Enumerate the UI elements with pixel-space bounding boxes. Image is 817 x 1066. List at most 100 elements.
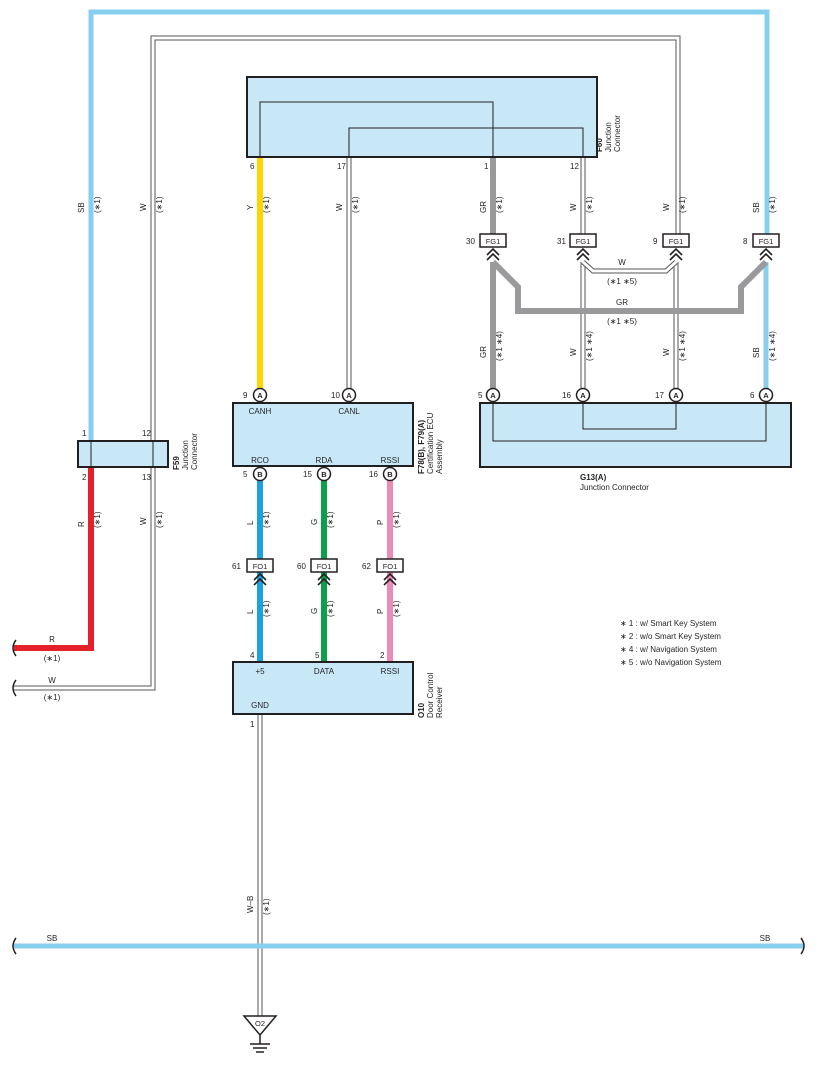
ecu-name: F78(B), F79(A) Certification ECU Assembl… (417, 412, 444, 474)
g13-junction-connector (479, 402, 792, 468)
svg-text:L: L (246, 609, 255, 614)
svg-text:G: G (310, 608, 319, 614)
svg-text:Y: Y (246, 204, 255, 210)
svg-text:(∗1): (∗1) (262, 898, 271, 915)
g13-id: G13(A) (580, 473, 607, 482)
svg-text:G: G (310, 519, 319, 525)
svg-text:W: W (139, 203, 148, 211)
pin-number: 17 (337, 162, 346, 171)
pin-label-rssi: RSSI (381, 456, 400, 465)
fg1-label: FG1 (576, 237, 591, 246)
pin-number: 12 (142, 429, 151, 438)
fo1-label: FO1 (317, 562, 332, 571)
svg-text:SB: SB (752, 202, 761, 213)
svg-text:Junction: Junction (604, 122, 613, 152)
svg-text:W: W (335, 203, 344, 211)
pin-label-rda: RDA (316, 456, 334, 465)
pin-letter: A (580, 391, 586, 400)
pin-number: 61 (232, 562, 241, 571)
pin-label-rssi: RSSI (381, 667, 400, 676)
pin-number: 5 (243, 470, 248, 479)
horizontal-wire-labels: W (∗1 ∗5) GR (∗1 ∗5) R (∗1) W (∗1) SB SB (44, 258, 771, 943)
svg-text:F78(B), F79(A): F78(B), F79(A) (417, 419, 426, 474)
pin-number: 15 (303, 470, 312, 479)
pin-number: 9 (653, 237, 658, 246)
wire-gr-bridge (490, 259, 769, 314)
wire-r-f59 (14, 468, 94, 651)
fg1-label: FG1 (486, 237, 501, 246)
svg-text:SB: SB (77, 202, 86, 213)
pin-number: 12 (570, 162, 579, 171)
pin-number: 2 (380, 651, 385, 660)
pin-number: 5 (315, 651, 320, 660)
pin-label-canh: CANH (249, 407, 272, 416)
svg-text:(∗1): (∗1) (326, 600, 335, 617)
svg-text:R: R (49, 635, 55, 644)
pin-circles (252, 387, 774, 482)
svg-text:(∗1): (∗1) (44, 693, 61, 702)
pin-number: 1 (250, 720, 255, 729)
svg-text:SB: SB (752, 347, 761, 358)
svg-text:Door Control: Door Control (426, 672, 435, 718)
svg-text:(∗1 ∗5): (∗1 ∗5) (607, 277, 637, 286)
door-control-receiver (232, 661, 414, 715)
svg-text:(∗1 ∗5): (∗1 ∗5) (607, 317, 637, 326)
svg-text:(∗1): (∗1) (351, 196, 360, 213)
pin-number: 31 (557, 237, 566, 246)
svg-text:Connector: Connector (613, 115, 622, 152)
svg-text:(∗1): (∗1) (262, 511, 271, 528)
vertical-wire-labels: SB (∗1) W (∗1) Y (∗1) W (∗1) GR (∗1) W (… (77, 196, 777, 915)
svg-text:(∗1 ∗4): (∗1 ∗4) (585, 331, 594, 361)
pin-label-plus5: +5 (255, 667, 265, 676)
svg-text:Assembly: Assembly (435, 439, 444, 474)
svg-text:(∗1 ∗4): (∗1 ∗4) (678, 331, 687, 361)
pin-letter: A (490, 391, 496, 400)
wire-sb-outer (88, 9, 770, 440)
svg-text:(∗1 ∗4): (∗1 ∗4) (768, 331, 777, 361)
fo1-label: FO1 (253, 562, 268, 571)
svg-text:Receiver: Receiver (435, 686, 444, 718)
svg-text:R: R (77, 521, 86, 527)
svg-text:(∗1): (∗1) (155, 511, 164, 528)
svg-text:P: P (376, 609, 385, 614)
svg-text:GR: GR (479, 346, 488, 358)
svg-text:Certification ECU: Certification ECU (426, 412, 435, 474)
pin-number: 2 (82, 473, 87, 482)
svg-text:(∗1): (∗1) (326, 511, 335, 528)
svg-text:P: P (376, 520, 385, 525)
svg-text:W: W (48, 676, 56, 685)
f59-name: F59 Junction Connector (172, 433, 199, 470)
svg-text:L: L (246, 520, 255, 525)
pin-label-gnd: GND (251, 701, 269, 710)
svg-text:SB: SB (760, 934, 771, 943)
pin-letter: A (763, 391, 769, 400)
pin-letter: A (346, 391, 352, 400)
pin-number: 17 (655, 391, 664, 400)
svg-text:Junction: Junction (181, 440, 190, 470)
fo1-label: FO1 (383, 562, 398, 571)
pin-label-rco: RCO (251, 456, 269, 465)
pin-number: 4 (250, 651, 255, 660)
svg-text:(∗1): (∗1) (155, 196, 164, 213)
legend-item: ∗ 5 : w/o Navigation System (620, 658, 722, 667)
fg1-label: FG1 (759, 237, 774, 246)
pin-number: 6 (750, 391, 755, 400)
svg-text:(∗1): (∗1) (93, 511, 102, 528)
svg-text:W–B: W–B (246, 896, 255, 913)
wire-w-f59 (14, 468, 156, 691)
g13-name: Junction Connector (580, 483, 649, 492)
svg-text:(∗1): (∗1) (44, 654, 61, 663)
pin-letter: B (257, 470, 263, 479)
pin-number: 16 (369, 470, 378, 479)
svg-text:GR: GR (479, 201, 488, 213)
svg-text:(∗1): (∗1) (585, 196, 594, 213)
pin-number: 60 (297, 562, 306, 571)
svg-text:O10: O10 (417, 702, 426, 718)
pin-letter: A (673, 391, 679, 400)
pin-letter: B (321, 470, 327, 479)
legend-item: ∗ 2 : w/o Smart Key System (620, 632, 721, 641)
pin-number: 62 (362, 562, 371, 571)
fo1-connectors (246, 558, 404, 586)
svg-text:W: W (569, 348, 578, 356)
